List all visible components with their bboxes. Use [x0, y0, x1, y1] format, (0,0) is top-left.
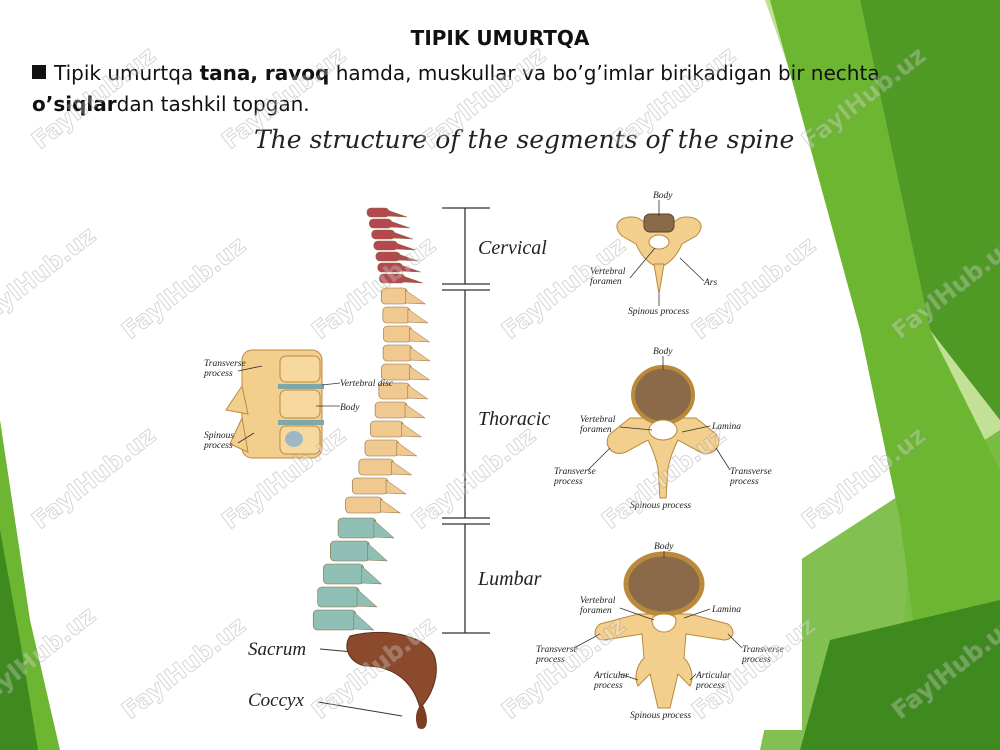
bullet-bold-1: tana, ravoq — [199, 61, 330, 85]
region-sacrum: Sacrum — [248, 639, 306, 660]
spine-process — [367, 542, 389, 562]
spine-segment — [377, 262, 403, 273]
spine-segment — [371, 229, 396, 240]
lumbar-spinous-label: Spinous process — [630, 711, 691, 721]
spine-segment — [358, 458, 394, 476]
spine-process — [392, 231, 413, 240]
bullet-bold-2: o’siqlar — [32, 92, 117, 116]
spine-process — [353, 611, 375, 631]
spine-process — [397, 253, 419, 262]
bullet-text-2: hamda, muskullar va bo’g’imlar birikadig… — [329, 61, 880, 85]
slide-title: TIPIK UMURTQA — [410, 26, 590, 50]
region-coccyx: Coccyx — [248, 690, 304, 711]
spine-process — [389, 220, 410, 229]
spine-process — [400, 264, 421, 273]
thoracic-lamina-label: Lamina — [711, 422, 741, 432]
bullet-paragraph: Tipik umurtqa tana, ravoq hamda, muskull… — [32, 58, 912, 120]
cervical-vertebra — [616, 213, 702, 295]
figure-title: The structure of the segments of the spi… — [254, 125, 794, 154]
spine-segment — [345, 496, 383, 514]
spine-process — [386, 209, 408, 218]
spine-process — [407, 308, 429, 324]
spine-segment — [369, 218, 393, 229]
spine-segment — [364, 439, 400, 457]
lumbar-vertebra — [594, 551, 734, 709]
side-detail — [225, 349, 324, 459]
region-cervical: Cervical — [478, 237, 547, 259]
spine-segment — [312, 609, 357, 631]
cervical-spinous-label: Spinous process — [628, 307, 689, 317]
spine-process — [404, 403, 426, 419]
bullet-text-1: Tipik umurtqa — [54, 61, 200, 85]
side-body-label: Body — [340, 403, 360, 413]
spine-segment — [381, 363, 412, 381]
spine-process — [380, 498, 402, 514]
spine-process — [407, 384, 429, 400]
sacrum-shape — [346, 631, 437, 709]
spine-segment — [373, 240, 398, 251]
spine-segment — [323, 563, 364, 585]
lumbar-lamina-label: Lamina — [711, 605, 741, 615]
spine-process — [373, 519, 395, 539]
spine-segment — [330, 540, 370, 562]
spine-process — [402, 275, 423, 284]
spine-segment — [382, 344, 413, 362]
spine-process — [391, 460, 413, 476]
spine-process — [405, 289, 427, 305]
spine-segment — [317, 586, 360, 608]
region-thoracic: Thoracic — [478, 408, 550, 430]
spine-process — [396, 441, 418, 457]
spine-segment — [375, 251, 401, 262]
spine-process — [361, 565, 383, 585]
spine-segment — [351, 477, 389, 495]
region-brackets — [442, 207, 490, 634]
thoracic-vertebra — [606, 365, 720, 499]
lumbar-body-label: Body — [654, 542, 674, 552]
cervical-body-label: Body — [653, 191, 673, 201]
spine-segment — [374, 401, 408, 419]
bullet-square-icon — [32, 65, 46, 79]
region-lumbar: Lumbar — [477, 568, 542, 590]
spine-process — [409, 365, 431, 381]
spine-process — [409, 327, 431, 343]
spine-process — [395, 242, 416, 251]
coccyx-shape — [415, 703, 427, 729]
spine-segment — [370, 420, 404, 438]
spine-segment — [337, 517, 377, 539]
spine-process — [401, 422, 423, 438]
spine-segment — [383, 325, 412, 343]
bullet-text-3: dan tashkil topgan. — [116, 92, 310, 116]
spine-process — [385, 479, 407, 495]
spine-segment — [366, 207, 390, 218]
thoracic-body-label: Body — [653, 347, 673, 357]
spine-process — [409, 346, 431, 362]
cervical-arc-label: Ars — [703, 278, 718, 288]
spine-illustration: The structure of the segments of the spi… — [203, 125, 794, 729]
spine-segment — [382, 306, 411, 324]
spine-segment — [380, 287, 408, 305]
side-disc-label: Vertebral disc — [340, 379, 394, 389]
spine-process — [356, 588, 378, 608]
thoracic-spinous-label: Spinous process — [630, 501, 691, 511]
spine-column — [312, 207, 431, 631]
spine-segment — [379, 273, 406, 284]
spine-figure: The structure of the segments of the spi… — [190, 118, 802, 730]
